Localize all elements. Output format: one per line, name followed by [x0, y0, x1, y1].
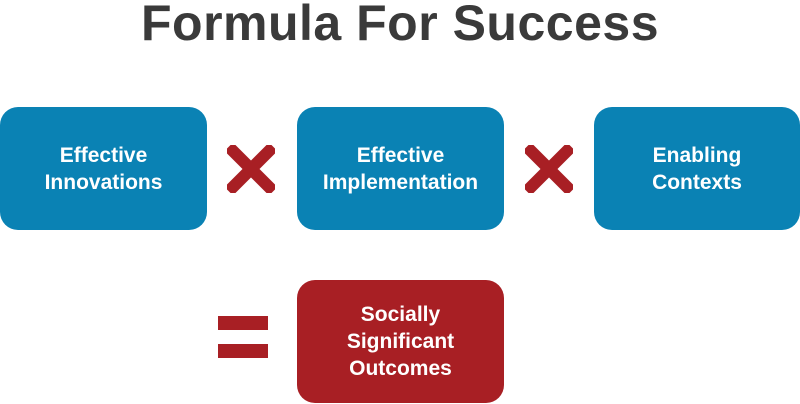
times-icon — [227, 145, 275, 193]
box-label-line: Contexts — [652, 170, 742, 194]
diagram-title: Formula For Success — [141, 0, 659, 51]
socially-significant-outcomes-box: Socially Significant Outcomes — [297, 280, 504, 403]
box-label-line: Innovations — [44, 170, 163, 194]
box-label-line: Enabling — [652, 143, 742, 167]
enabling-contexts-box: Enabling Contexts — [594, 107, 800, 230]
equals-bar-top — [218, 316, 268, 330]
box-label-line: Significant — [346, 330, 455, 353]
effective-implementation-box: Effective Implementation — [297, 107, 504, 230]
equals-bar-bottom — [218, 344, 268, 358]
times-icon — [525, 145, 573, 193]
equals-icon — [218, 316, 268, 358]
box-label-line: Implementation — [322, 170, 479, 194]
box-label-line: Effective — [59, 143, 148, 167]
box-label-line: Effective — [356, 143, 445, 167]
effective-innovations-box: Effective Innovations — [0, 107, 207, 230]
box-label-line: Socially — [360, 303, 441, 326]
box-label-line: Outcomes — [349, 357, 452, 380]
